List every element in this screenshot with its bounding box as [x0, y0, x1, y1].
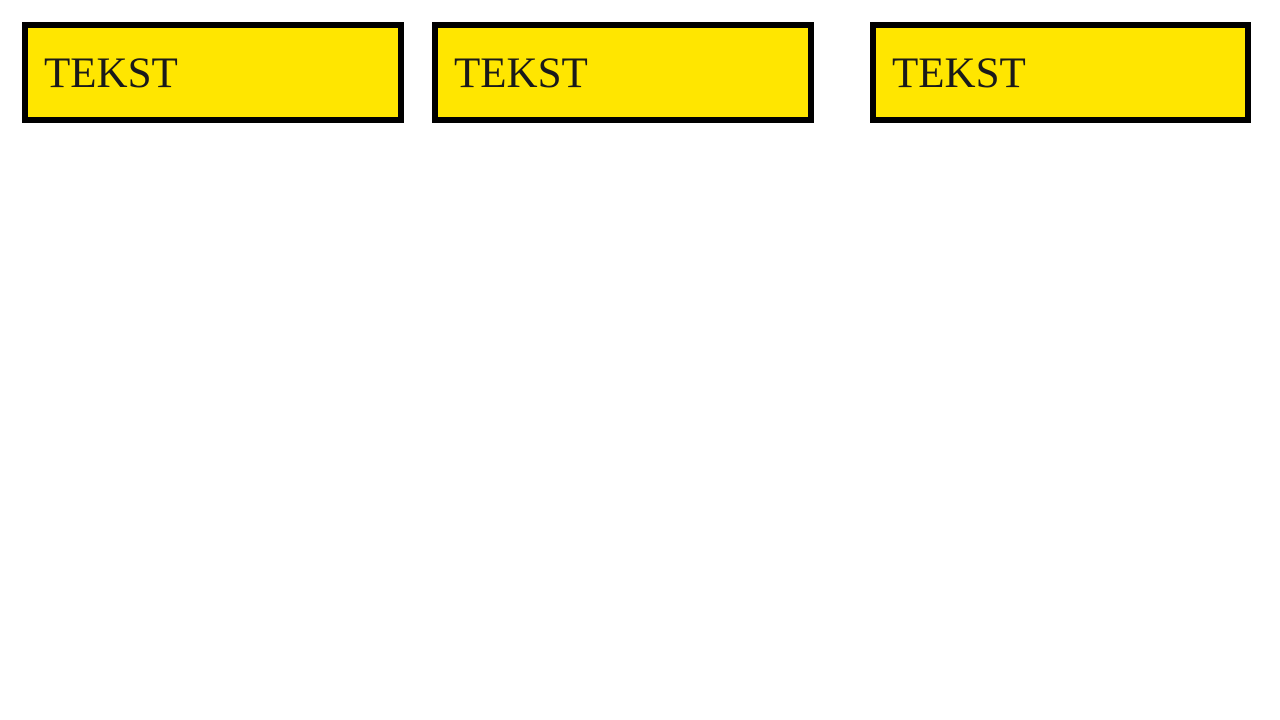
text-box-3-label: TEKST	[892, 50, 1026, 97]
text-box-1-label: TEKST	[44, 50, 178, 97]
text-box-2[interactable]: TEKST	[432, 22, 814, 123]
text-box-1[interactable]: TEKST	[22, 22, 404, 123]
text-box-3[interactable]: TEKST	[870, 22, 1251, 123]
text-box-2-label: TEKST	[454, 50, 588, 97]
